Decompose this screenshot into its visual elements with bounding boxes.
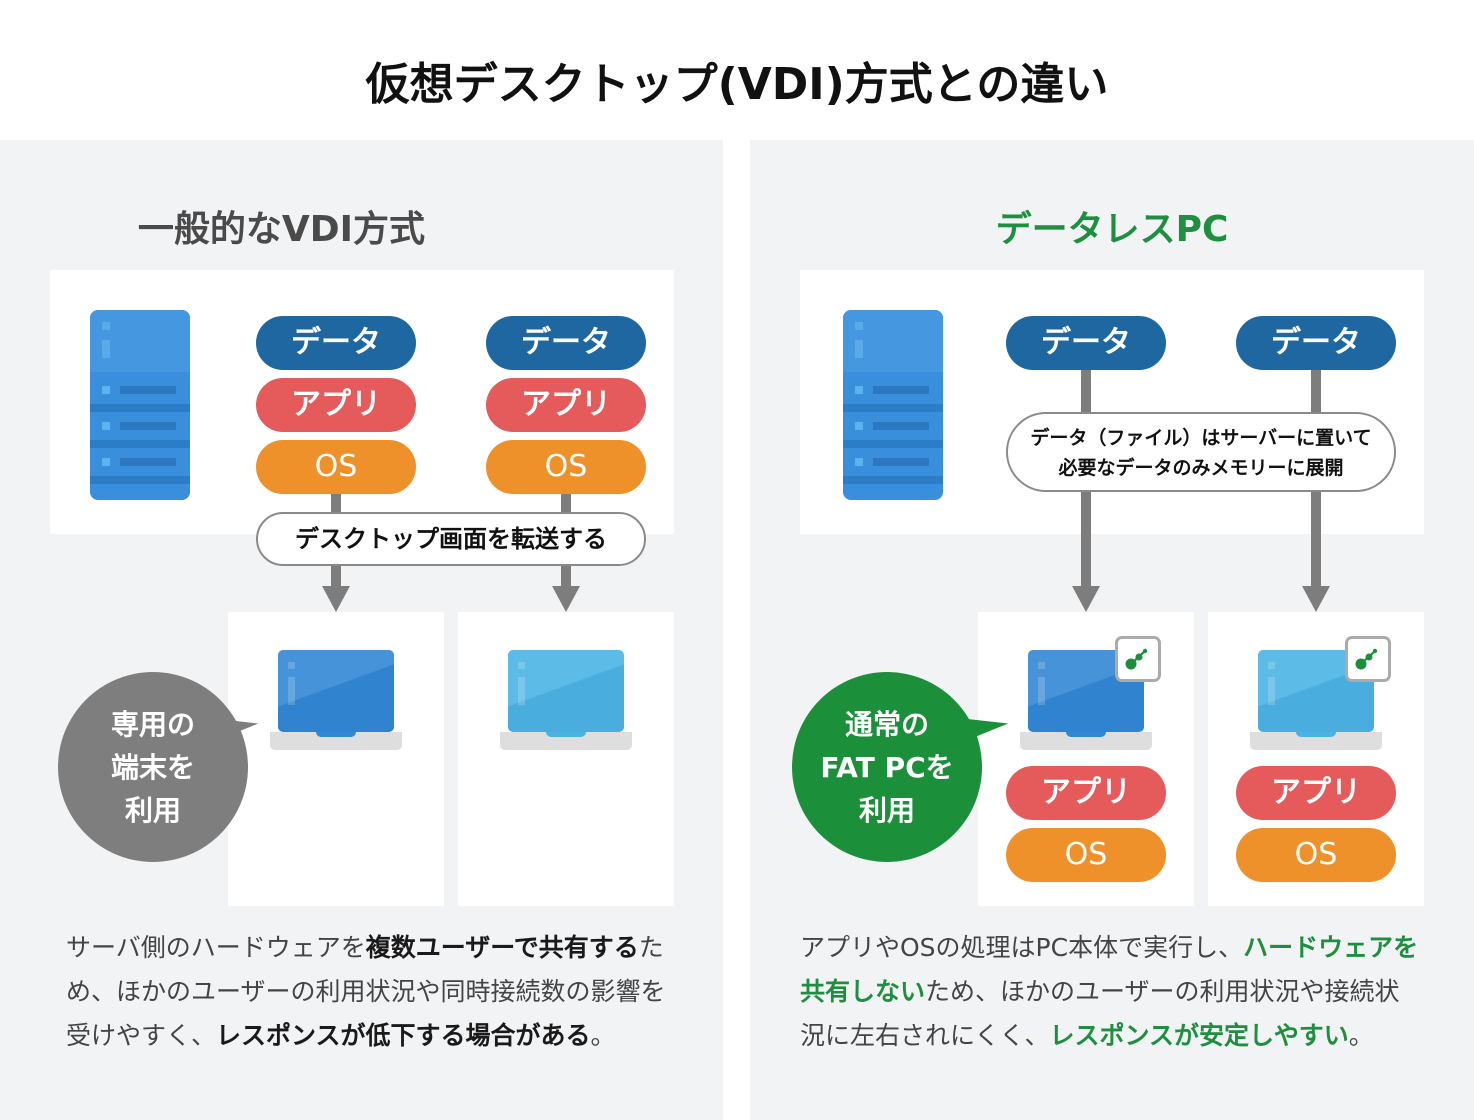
server-icon: [90, 310, 190, 500]
transfer-callout: デスクトップ画面を転送する: [256, 512, 646, 566]
arrow-down-icon: [552, 586, 580, 612]
desc-emphasis: ハードウェアを共有しない: [800, 933, 1419, 1006]
desc-text: 。: [1348, 1021, 1374, 1050]
data-pill: データ: [256, 316, 416, 370]
desc-emphasis: レスポンスが低下する場合がある: [216, 1021, 591, 1050]
os-pill: OS: [1236, 828, 1396, 882]
bubble-line: 専用の: [110, 707, 195, 741]
server-icon: [843, 310, 943, 500]
bubble-line: 利用: [858, 793, 915, 827]
dedicated-terminal-bubble: 専用の 端末を 利用: [58, 672, 248, 862]
device-card: [228, 612, 444, 906]
device-card: [458, 612, 674, 906]
laptop-icon: [270, 650, 402, 750]
os-pill: OS: [1006, 828, 1166, 882]
sync-app-icon: [1115, 636, 1161, 682]
desc-emphasis: レスポンスが安定しやすい: [1049, 1021, 1349, 1050]
device-card: アプリ OS: [978, 612, 1194, 906]
arrow-down-icon: [322, 586, 350, 612]
laptop-icon: [1020, 650, 1152, 750]
data-handling-callout: データ（ファイル）はサーバーに置いて 必要なデータのみメモリーに展開: [1006, 412, 1396, 492]
app-pill: アプリ: [1006, 766, 1166, 820]
callout-line: 必要なデータのみメモリーに展開: [1058, 457, 1344, 479]
vdi-panel: 一般的なVDI方式 データ アプリ OS データ アプリ OS デスクトップ画面…: [0, 140, 723, 1120]
arrow-down-icon: [1072, 586, 1100, 612]
sync-app-icon: [1345, 636, 1391, 682]
desc-emphasis: 複数ユーザーで共有する: [365, 933, 639, 962]
dataless-description: アプリやOSの処理はPC本体で実行し、ハードウェアを共有しないため、ほかのユーザ…: [800, 926, 1422, 1058]
dataless-pc-panel: データレスPC データ データ データ（ファイル）はサーバーに置いて 必要なデー…: [750, 140, 1474, 1120]
device-card: アプリ OS: [1208, 612, 1424, 906]
desc-text: サーバ側のハードウェアを: [66, 933, 366, 962]
app-pill: アプリ: [486, 378, 646, 432]
vdi-description: サーバ側のハードウェアを複数ユーザーで共有するため、ほかのユーザーの利用状況や同…: [66, 926, 686, 1058]
data-pill: データ: [1006, 316, 1166, 370]
bubble-line: FAT PCを: [820, 750, 954, 784]
bubble-line: 通常の: [844, 707, 929, 741]
app-pill: アプリ: [1236, 766, 1396, 820]
fat-pc-bubble: 通常の FAT PCを 利用: [792, 672, 982, 862]
app-pill: アプリ: [256, 378, 416, 432]
callout-line: データ（ファイル）はサーバーに置いて: [1030, 427, 1372, 449]
desc-text: 。: [590, 1021, 616, 1050]
server-area: [800, 270, 1424, 534]
os-pill: OS: [256, 440, 416, 494]
laptop-icon: [500, 650, 632, 750]
data-pill: データ: [486, 316, 646, 370]
vdi-heading: 一般的なVDI方式: [137, 209, 426, 250]
bubble-line: 利用: [124, 793, 181, 827]
bubble-line: 端末を: [110, 750, 195, 784]
data-pill: データ: [1236, 316, 1396, 370]
arrow-down-icon: [1302, 586, 1330, 612]
desc-text: ため、ほかのユーザーの利用状況や接続状況に左右されにくく、: [800, 977, 1400, 1050]
dataless-heading: データレスPC: [995, 209, 1229, 250]
desc-text: ため、ほかのユーザーの利用状況や同時接続数の影響を受けやすく、: [66, 933, 666, 1050]
os-pill: OS: [486, 440, 646, 494]
page-title: 仮想デスクトップ(VDI)方式との違い: [365, 59, 1109, 110]
desc-text: アプリやOSの処理はPC本体で実行し、: [800, 933, 1244, 962]
